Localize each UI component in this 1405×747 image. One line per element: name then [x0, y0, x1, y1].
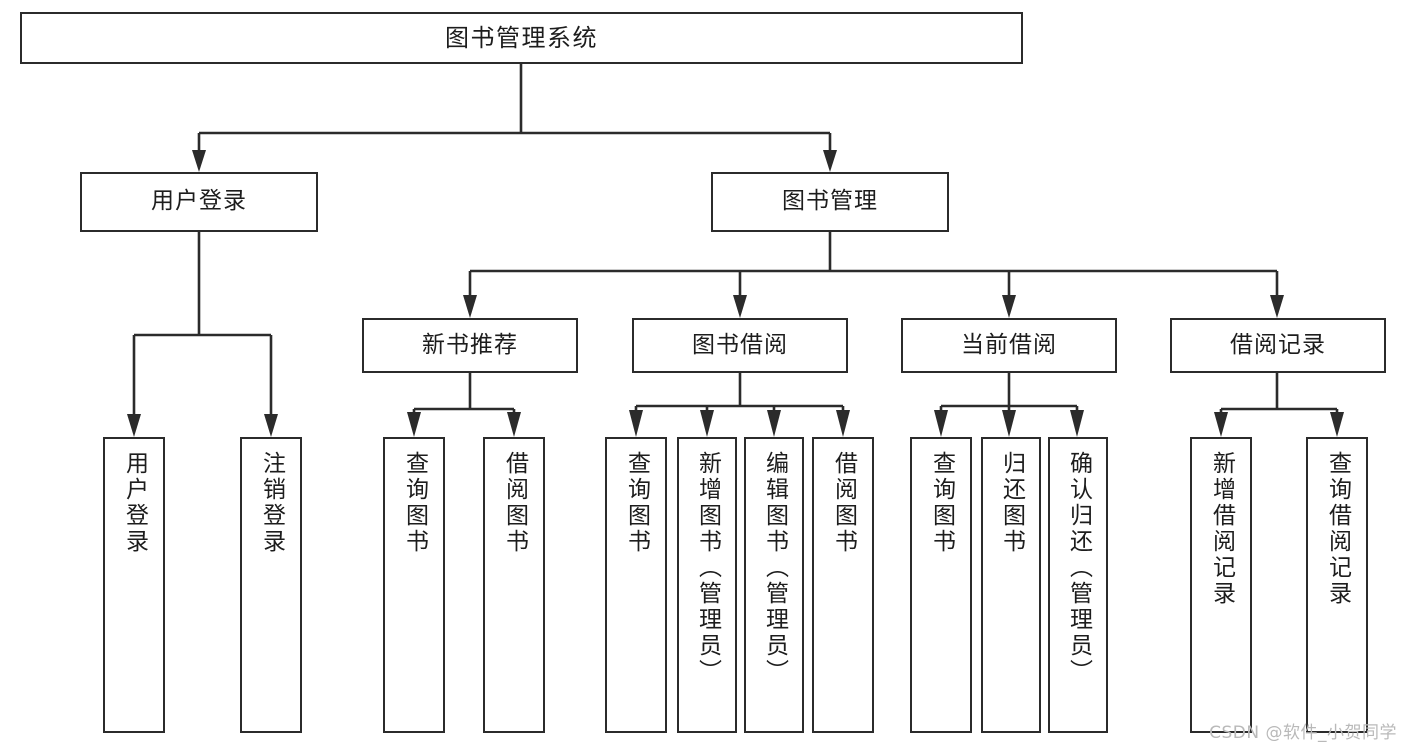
- node-label: 图书管理系统: [445, 23, 598, 52]
- node-label: 确认归还（管理员）: [1065, 451, 1092, 685]
- connector-user-login-children: [127, 232, 278, 437]
- connector-book-manage-children: [463, 232, 1284, 318]
- node-label: 查询图书: [401, 451, 428, 555]
- node-label: 编辑图书（管理员）: [761, 451, 788, 685]
- node-book-management[interactable]: 图书管理: [711, 172, 949, 232]
- node-label: 借阅图书: [830, 451, 857, 555]
- leaf-record-query-borrow-record[interactable]: 查询借阅记录: [1306, 437, 1368, 733]
- node-new-book-recommend[interactable]: 新书推荐: [362, 318, 578, 373]
- leaf-user-login[interactable]: 用户登录: [103, 437, 165, 733]
- node-label: 注销登录: [258, 451, 285, 555]
- node-label: 图书管理: [782, 188, 878, 215]
- node-label: 借阅图书: [501, 451, 528, 555]
- connector-current-borrow-children: [934, 373, 1084, 437]
- connector-root-bus: [192, 64, 837, 172]
- leaf-borrow-edit-book-admin[interactable]: 编辑图书（管理员）: [744, 437, 804, 733]
- node-book-borrow[interactable]: 图书借阅: [632, 318, 848, 373]
- node-label: 当前借阅: [961, 331, 1057, 358]
- node-borrow-record[interactable]: 借阅记录: [1170, 318, 1386, 373]
- node-root-book-management-system[interactable]: 图书管理系统: [20, 12, 1023, 64]
- node-label: 新增图书（管理员）: [694, 451, 721, 685]
- leaf-current-return-book[interactable]: 归还图书: [981, 437, 1041, 733]
- connector-new-book-children: [407, 373, 521, 437]
- leaf-new-book-borrow-book[interactable]: 借阅图书: [483, 437, 545, 733]
- node-label: 用户登录: [151, 188, 247, 215]
- node-label: 查询图书: [623, 451, 650, 555]
- csdn-watermark: CSDN @软件_小贺同学: [1209, 723, 1397, 743]
- node-label: 查询借阅记录: [1324, 451, 1351, 607]
- node-label: 借阅记录: [1230, 331, 1326, 358]
- node-label: 归还图书: [998, 451, 1025, 555]
- leaf-new-book-query-book[interactable]: 查询图书: [383, 437, 445, 733]
- leaf-borrow-add-book-admin[interactable]: 新增图书（管理员）: [677, 437, 737, 733]
- node-label: 图书借阅: [692, 331, 788, 358]
- node-label: 查询图书: [928, 451, 955, 555]
- node-current-borrow[interactable]: 当前借阅: [901, 318, 1117, 373]
- leaf-record-add-borrow-record[interactable]: 新增借阅记录: [1190, 437, 1252, 733]
- leaf-borrow-query-book[interactable]: 查询图书: [605, 437, 667, 733]
- connector-borrow-children: [629, 373, 850, 437]
- node-label: 用户登录: [121, 451, 148, 555]
- leaf-logout[interactable]: 注销登录: [240, 437, 302, 733]
- connector-borrow-record-children: [1214, 373, 1344, 437]
- node-label: 新书推荐: [422, 331, 518, 358]
- leaf-borrow-borrow-book[interactable]: 借阅图书: [812, 437, 874, 733]
- leaf-current-query-book[interactable]: 查询图书: [910, 437, 972, 733]
- leaf-current-confirm-return-admin[interactable]: 确认归还（管理员）: [1048, 437, 1108, 733]
- node-label: 新增借阅记录: [1208, 451, 1235, 607]
- node-user-login[interactable]: 用户登录: [80, 172, 318, 232]
